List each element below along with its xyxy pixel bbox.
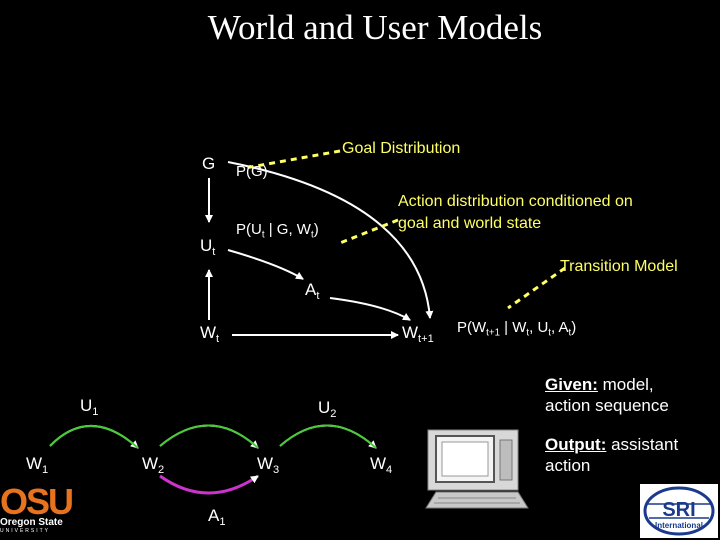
sri-logo: SRI International [640, 484, 718, 538]
seq-a1: A1 [208, 506, 226, 528]
output-text: Output: assistant action [545, 435, 679, 475]
seq-u2: U2 [318, 398, 337, 420]
slide-title: World and User Models [207, 8, 543, 47]
node-g: G [202, 154, 216, 173]
arc-a1 [159, 474, 259, 495]
arrow-a-to-wnext [329, 297, 411, 321]
label-p-g: P(G) [236, 163, 268, 180]
annotation-transition-model: Transition Model [560, 258, 678, 275]
arrow-u-to-a [227, 249, 304, 280]
page-number: 8 [712, 530, 716, 537]
computer-icon [425, 429, 529, 509]
svg-text:International: International [655, 521, 703, 530]
callout-transition [507, 266, 566, 310]
svg-text:SRI: SRI [662, 499, 695, 521]
seq-w1: W1 [26, 454, 49, 476]
annotation-action-distribution: Action distribution conditioned on goal … [398, 193, 633, 232]
node-w-next: Wt+1 [402, 323, 434, 345]
given-text: Given: model, action sequence [545, 375, 669, 415]
seq-w4: W4 [370, 454, 393, 476]
arrow-g-to-wnext [227, 161, 434, 319]
annotation-goal-distribution: Goal Distribution [342, 140, 461, 157]
callout-goal [244, 149, 341, 170]
label-p-w: P(Wt+1 | Wt, Ut, At) [457, 319, 577, 339]
node-u: Ut [200, 236, 216, 258]
node-w: Wt [200, 323, 220, 345]
seq-w3: W3 [257, 454, 280, 476]
label-p-u: P(Ut | G, Wt) [236, 221, 319, 241]
osu-logo: OSU Oregon State UNIVERSITY [0, 481, 74, 535]
node-a: At [305, 280, 320, 302]
seq-u1: U1 [80, 396, 99, 418]
seq-w2: W2 [142, 454, 165, 476]
